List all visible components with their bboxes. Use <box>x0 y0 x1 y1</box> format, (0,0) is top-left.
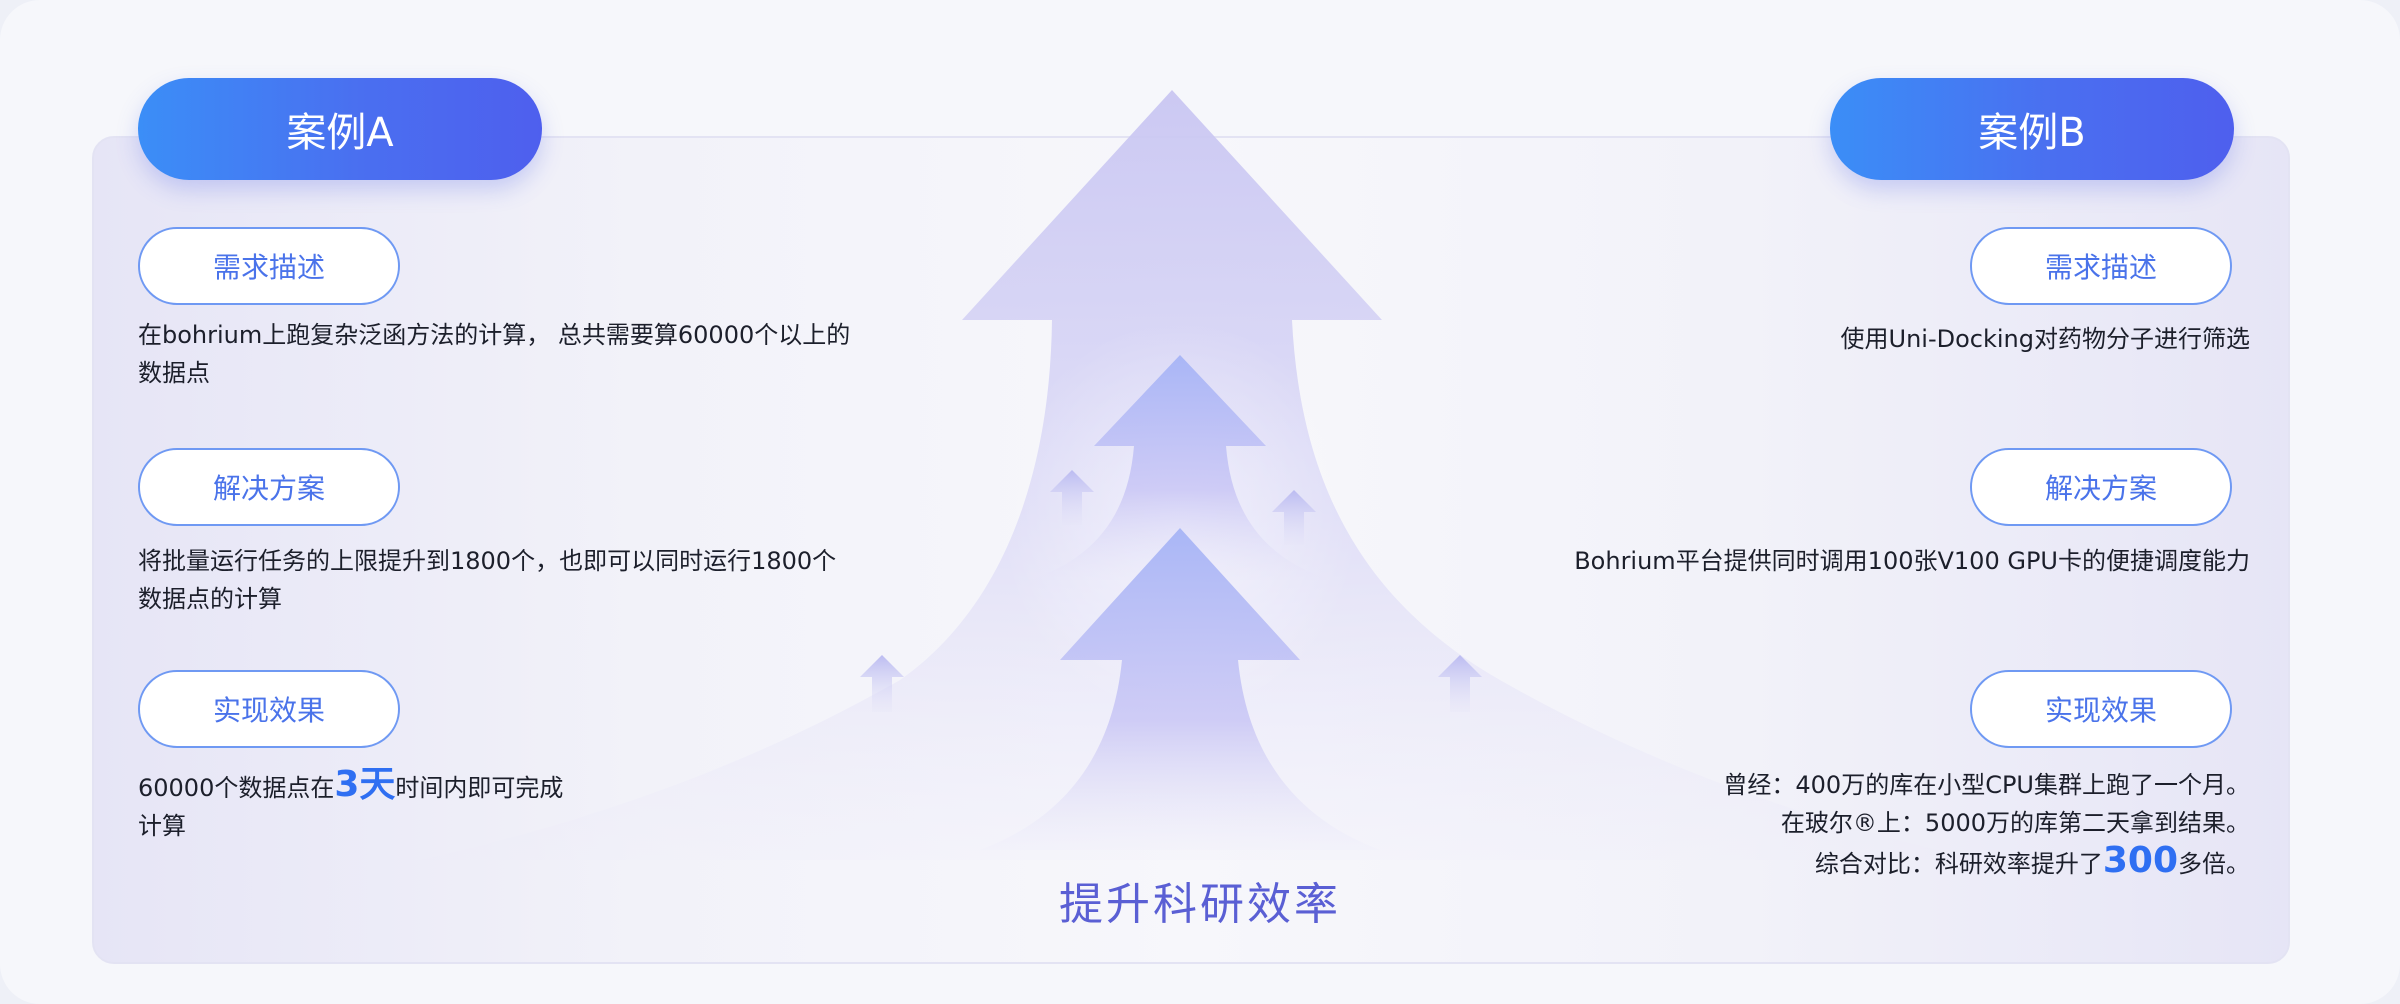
case-b-result-line-1: 曾经：400万的库在小型CPU集群上跑了一个月。 <box>1723 771 2250 799</box>
center-title: 提升科研效率 <box>1059 879 1341 930</box>
case-b-requirement-tag: 需求描述 <box>1970 227 2232 305</box>
case-b-result-tag: 实现效果 <box>1970 670 2232 748</box>
case-b-result-text: 曾经：400万的库在小型CPU集群上跑了一个月。 在玻尔®上：5000万的库第二… <box>1350 766 2250 883</box>
case-a-solution-text: 将批量运行任务的上限提升到1800个，也即可以同时运行1800个数据点的计算 <box>138 547 837 613</box>
case-a-requirement-tag: 需求描述 <box>138 227 400 305</box>
small-arrow-3 <box>860 655 904 712</box>
case-a-solution-tag: 解决方案 <box>138 448 400 526</box>
case-a-result-tag: 实现效果 <box>138 670 400 748</box>
small-arrow-1 <box>1050 470 1094 525</box>
case-b-result-line-3: 综合对比：科研效率提升了300多倍。 <box>1814 840 2250 881</box>
case-b-title: 案例B <box>1830 78 2234 180</box>
small-arrow-4 <box>1438 655 1482 712</box>
case-b-solution-text: Bohrium平台提供同时调用100张V100 GPU卡的便捷调度能力 <box>1574 547 2250 575</box>
inner-arrow-top <box>1030 355 1330 580</box>
case-a-result-text: 60000个数据点在3天时间内即可完成计算 <box>138 764 564 841</box>
case-b-requirement-text: 使用Uni-Docking对药物分子进行筛选 <box>1840 325 2250 353</box>
case-a-requirement-text: 在bohrium上跑复杂泛函方法的计算， 总共需要算60000个以上的数据点 <box>138 321 851 387</box>
case-a-title: 案例A <box>138 78 542 180</box>
case-b-result-line-2: 在玻尔®上：5000万的库第二天拿到结果。 <box>1780 809 2250 837</box>
case-b-solution-tag: 解决方案 <box>1970 448 2232 526</box>
inner-arrow-bottom <box>980 528 1380 850</box>
case-b-highlight: 300 <box>2102 840 2178 881</box>
case-a-highlight: 3天 <box>334 764 396 805</box>
small-arrow-2 <box>1272 490 1316 545</box>
